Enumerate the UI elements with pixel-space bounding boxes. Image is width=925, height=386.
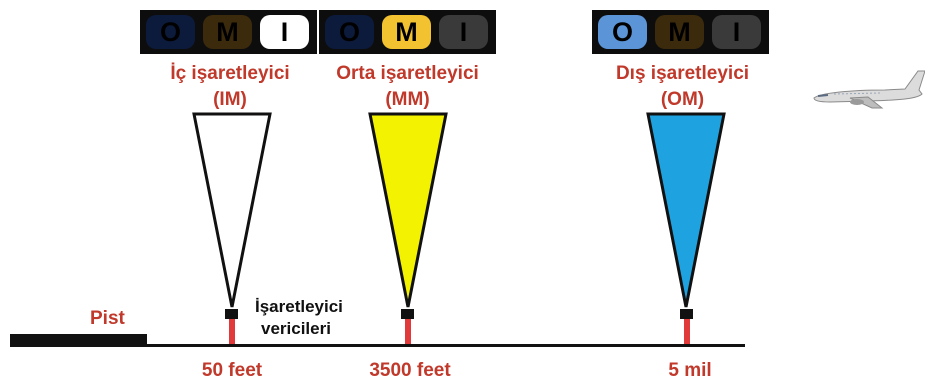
runway-label: Pist [90,308,125,329]
transmitters-label-line1: İşaretleyici [255,297,343,316]
middle-transmitter [401,309,414,319]
lamp-inner: I [712,15,761,49]
inner-mast [229,319,235,346]
inner-marker-abbr: (IM) [213,89,247,110]
lamp-outer: O [598,15,647,49]
transmitters-label-line2: vericileri [261,319,331,338]
runway [10,334,147,347]
ground-line [10,344,745,347]
indicator-panel-mm: O M I [319,10,496,54]
lamp-inner: I [260,15,309,49]
middle-marker-abbr: (MM) [385,89,430,110]
indicator-panel-im: O M I [140,10,317,54]
outer-marker-beam [646,112,726,308]
lamp-middle: M [382,15,431,49]
outer-transmitter [680,309,693,319]
lamp-outer: O [325,15,374,49]
lamp-inner: I [439,15,488,49]
inner-marker-distance: 50 feet [201,360,263,381]
middle-marker-beam [368,112,448,308]
outer-marker-abbr: (OM) [660,89,705,110]
outer-marker-distance: 5 mil [668,360,712,381]
airplane-icon [813,70,925,109]
middle-marker-title: Orta işaretleyici [336,63,479,84]
middle-marker-distance: 3500 feet [369,360,451,381]
middle-mast [405,319,411,346]
lamp-outer: O [146,15,195,49]
indicator-panel-om: O M I [592,10,769,54]
inner-marker-beam [192,112,272,308]
lamp-middle: M [203,15,252,49]
transmitters-label: İşaretleyici vericileri [255,296,375,340]
inner-marker-title: İç işaretleyici [170,63,290,84]
inner-transmitter [225,309,238,319]
lamp-middle: M [655,15,704,49]
outer-marker-title: Dış işaretleyici [615,63,750,84]
outer-mast [684,319,690,346]
